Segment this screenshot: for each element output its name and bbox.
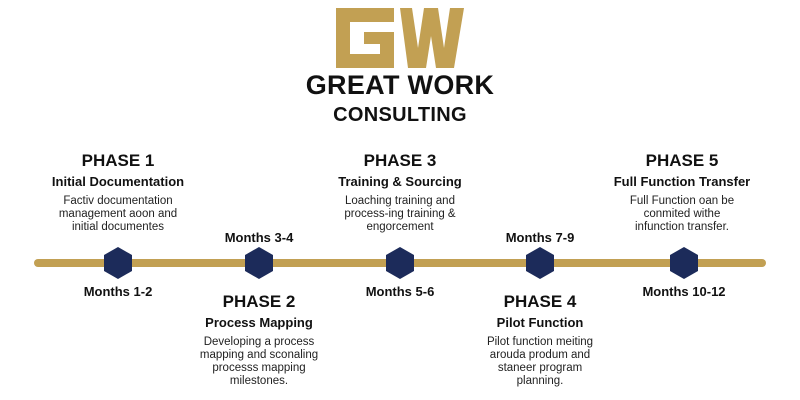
phase-1-desc-line: Factiv documentation <box>63 195 173 207</box>
phase-5-desc-line: Full Function oan be <box>629 195 735 207</box>
phase-4-desc-line: planning. <box>516 375 564 387</box>
phase-4-block: PHASE 4 Pilot Function Pilot function me… <box>430 292 650 388</box>
company-name-line1: GREAT WORK <box>305 70 495 100</box>
phase-2-months: Months 3-4 <box>224 230 294 245</box>
phase-4-desc-line: staneer program <box>497 362 583 374</box>
phase-2-desc-line: Developing a process <box>203 336 315 348</box>
phase-1-block: PHASE 1 Initial Documentation Factiv doc… <box>8 151 228 234</box>
phase-1-desc-line: management aoon and <box>58 208 178 220</box>
phase-4-subtitle: Pilot Function <box>496 315 584 330</box>
phase-5-title: PHASE 5 <box>645 151 719 170</box>
phase-4-title: PHASE 4 <box>503 292 577 311</box>
phase-3-desc-line: Loaching training and <box>345 195 455 207</box>
phase-2-description: Developing a process mapping and sconali… <box>149 336 369 388</box>
phase-4-months: Months 7-9 <box>505 230 575 245</box>
phase-1-description: Factiv documentation management aoon and… <box>8 195 228 234</box>
gw-monogram-logo <box>336 8 464 68</box>
phase-3-block: PHASE 3 Training & Sourcing Loaching tra… <box>290 151 510 234</box>
phase-5-block: PHASE 5 Full Function Transfer Full Func… <box>572 151 792 234</box>
phase-5-desc-line: infunction transfer. <box>635 221 729 233</box>
phase-1-desc-line: initial documentes <box>71 221 165 233</box>
phase-3-description: Loaching training and process-ing traini… <box>290 195 510 234</box>
phase-3-hexagon-marker <box>384 246 416 280</box>
phase-5-hexagon-marker <box>668 246 700 280</box>
phase-2-title: PHASE 2 <box>222 292 296 311</box>
phase-2-desc-line: milestones. <box>229 375 289 387</box>
phase-3-desc-line: engorcement <box>366 221 434 233</box>
phase-2-block: PHASE 2 Process Mapping Developing a pro… <box>149 292 369 388</box>
phase-3-subtitle: Training & Sourcing <box>338 174 462 189</box>
phase-4-hexagon-marker <box>524 246 556 280</box>
phase-2-subtitle: Process Mapping <box>205 315 313 330</box>
phase-4-description: Pilot function meiting arouda produm and… <box>430 336 650 388</box>
phase-1-title: PHASE 1 <box>81 151 155 170</box>
phase-2-desc-line: mapping and sconaling <box>199 349 319 361</box>
phase-2-hexagon-marker <box>243 246 275 280</box>
phase-2-desc-line: processs mapping <box>212 362 306 374</box>
phase-4-desc-line: arouda produm and <box>489 349 591 361</box>
phase-4-desc-line: Pilot function meiting <box>486 336 594 348</box>
phase-5-description: Full Function oan be conmited withe infu… <box>572 195 792 234</box>
phase-1-subtitle: Initial Documentation <box>51 174 185 189</box>
company-name-line2: CONSULTING <box>333 104 467 126</box>
phase-5-subtitle: Full Function Transfer <box>613 174 751 189</box>
phase-3-title: PHASE 3 <box>363 151 437 170</box>
phase-5-desc-line: conmited withe <box>643 208 721 220</box>
phase-1-months: Months 1-2 <box>83 284 153 299</box>
phase-5-months: Months 10-12 <box>642 284 726 299</box>
phase-3-desc-line: process-ing training & <box>344 208 456 220</box>
phase-3-months: Months 5-6 <box>365 284 435 299</box>
phase-1-hexagon-marker <box>102 246 134 280</box>
